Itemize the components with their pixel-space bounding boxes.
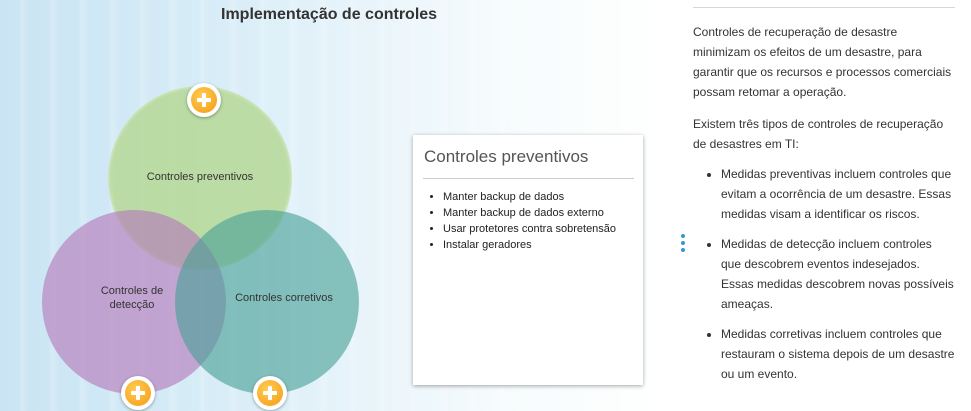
corrective-label: Controles corretivos xyxy=(235,292,333,304)
preventive-expand-button[interactable] xyxy=(187,83,221,117)
plus-icon xyxy=(191,87,217,113)
detection-label-line1: Controles de xyxy=(100,285,164,297)
plus-icon xyxy=(125,380,151,406)
description-panel: Controles de recuperação de desastre min… xyxy=(693,0,963,411)
corrective-circle xyxy=(175,210,359,394)
description-paragraph-2: Existem três tipos de controles de recup… xyxy=(693,117,944,151)
description-paragraph-1: Controles de recuperação de desastre min… xyxy=(693,25,952,99)
preventive-label: Controles preventivos xyxy=(146,171,254,183)
list-item: Manter backup de dados externo xyxy=(443,205,616,221)
list-item: Medidas de detecção incluem controles qu… xyxy=(721,234,955,314)
detail-card: Controles preventivos Manter backup de d… xyxy=(413,135,643,385)
list-item: Medidas corretivas incluem controles que… xyxy=(721,324,955,384)
corrective-expand-button[interactable] xyxy=(253,376,287,410)
dot-icon xyxy=(681,241,685,245)
detail-card-divider xyxy=(423,178,634,179)
panel-resize-handle[interactable] xyxy=(681,234,687,254)
page-title: Implementação de controles xyxy=(221,6,438,23)
detection-label-line2: detecção xyxy=(109,299,155,311)
list-item: Instalar geradores xyxy=(443,237,616,253)
detection-expand-button[interactable] xyxy=(121,376,155,410)
detail-card-list: Manter backup de dados Manter backup de … xyxy=(429,189,616,253)
dot-icon xyxy=(681,248,685,252)
dot-icon xyxy=(681,234,685,238)
detection-label: Controles de detecção xyxy=(82,284,182,312)
list-item: Medidas preventivas incluem controles qu… xyxy=(721,164,955,224)
diagram-panel: Implementação de controles Controles pre… xyxy=(0,0,665,411)
list-item: Usar protetores contra sobretensão xyxy=(443,221,616,237)
description-bullet-list: Medidas preventivas incluem controles qu… xyxy=(693,164,955,394)
detail-card-title: Controles preventivos xyxy=(424,147,589,166)
plus-icon xyxy=(257,380,283,406)
list-item: Manter backup de dados xyxy=(443,189,616,205)
description-divider xyxy=(693,7,955,8)
